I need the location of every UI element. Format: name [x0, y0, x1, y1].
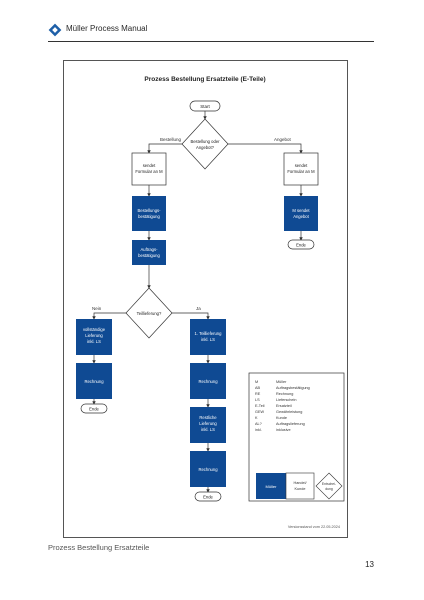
- remaining-delivery-line3: inkl. LS: [201, 427, 215, 432]
- legend-value: Rechnung: [276, 392, 293, 396]
- remaining-delivery-box: [190, 407, 226, 443]
- remaining-delivery-line2: Lieferung: [199, 421, 217, 426]
- form-left-line2: Formular an M: [135, 169, 163, 174]
- form-right-box: [283, 152, 319, 186]
- contract-confirmation-line2: bestätigung: [138, 253, 160, 258]
- invoice-left-label: Rechnung: [84, 379, 104, 384]
- legend-key: K: [255, 416, 258, 420]
- end-right-label: Ende: [296, 243, 306, 248]
- header-divider: [48, 41, 374, 42]
- offer-line2: Angebot: [293, 214, 309, 219]
- legend-value: Lieferschein: [276, 398, 296, 402]
- legend-key: inkl.: [255, 428, 262, 432]
- legend-swatch-decision-line1: Entschei-: [322, 482, 336, 486]
- legend-swatch-mueller-label: Müller: [266, 484, 278, 489]
- flow-connectors: [92, 111, 303, 493]
- invoice-left-box: [76, 363, 112, 399]
- edge-label-bestellung: Bestellung: [160, 137, 182, 142]
- legend-value: Auftragslieferung: [276, 422, 305, 426]
- legend-swatch-kunde-line2: Kunde: [295, 487, 306, 491]
- offer-box: [284, 196, 318, 231]
- end-bottom-label: Ende: [203, 495, 213, 500]
- start-label: Start: [200, 104, 210, 109]
- first-partial-delivery-line1: 1. Teillieferung: [195, 331, 223, 336]
- version-note: Versionsstand vom 22.05.2024: [288, 525, 340, 529]
- legend-swatch-kunde: [285, 472, 315, 500]
- legend-swatch-decision: [315, 472, 343, 500]
- edge-label-ja: Ja: [196, 306, 201, 311]
- legend-swatch-kunde-line1: Handel/: [293, 481, 307, 485]
- legend: M Müller AB Auftragsbestätigung RE Rechn…: [248, 372, 345, 502]
- page-number: 13: [365, 560, 374, 569]
- diagram-title: Prozess Bestellung Ersatzteile (E-Teile): [144, 76, 265, 83]
- legend-key: E-Teil: [255, 404, 265, 408]
- legend-key: AL?: [255, 422, 262, 426]
- contract-confirmation-box: [132, 240, 166, 265]
- legend-swatch-mueller: [256, 473, 286, 499]
- decision-partial-delivery-label: Teillieferung?: [137, 311, 162, 316]
- offer-line1: M sendet: [292, 208, 310, 213]
- legend-value: Ersatzteil: [276, 404, 292, 408]
- page-caption: Prozess Bestellung Ersatzteile: [48, 543, 150, 552]
- flowchart: Prozess Bestellung Ersatzteile (E-Teile)…: [76, 76, 345, 529]
- app-title: Müller Process Manual: [66, 24, 148, 33]
- invoice-right-label: Rechnung: [198, 379, 218, 384]
- decision-partial-delivery: [125, 287, 173, 339]
- remaining-delivery-line1: Restliche: [199, 415, 217, 420]
- end-terminal-bottom: [194, 491, 222, 502]
- diamond-logo-icon: [48, 23, 62, 37]
- order-confirmation-line1: Bestellungs-: [137, 208, 161, 213]
- end-terminal-right: [287, 239, 315, 250]
- legend-value: Gewährleistung: [276, 410, 302, 414]
- full-delivery-box: [76, 319, 112, 355]
- flowchart-frame: Prozess Bestellung Ersatzteile (E-Teile)…: [63, 60, 348, 538]
- decision-order-or-offer: [181, 118, 229, 170]
- form-left-box: [131, 152, 167, 186]
- form-right-line2: Formular an M: [287, 169, 315, 174]
- edge-label-nein: Nein: [92, 306, 102, 311]
- invoice-final-box: [190, 451, 226, 487]
- start-terminal: [189, 100, 221, 112]
- full-delivery-line2: Lieferung: [85, 333, 103, 338]
- legend-value: Auftragsbestätigung: [276, 386, 310, 390]
- page-header: Müller Process Manual: [48, 22, 374, 40]
- order-confirmation-line2: bestätigung: [138, 214, 160, 219]
- first-partial-delivery-line2: inkl. LS: [201, 337, 215, 342]
- end-terminal-left: [80, 403, 108, 414]
- invoice-final-label: Rechnung: [198, 467, 218, 472]
- form-right-line1: sendet: [295, 163, 308, 168]
- order-confirmation-box: [132, 196, 166, 231]
- legend-value: inklusive: [276, 428, 291, 432]
- legend-key: GEW: [255, 410, 264, 414]
- edge-label-angebot: Angebot: [274, 137, 292, 142]
- first-partial-delivery-box: [190, 319, 226, 355]
- decision-order-or-offer-line1: Bestellung oder: [190, 139, 220, 144]
- contract-confirmation-line1: Auftrags-: [141, 247, 159, 252]
- legend-value: Kunde: [276, 416, 287, 420]
- legend-swatch-decision-line2: dung: [325, 487, 333, 491]
- full-delivery-line1: vollständige: [83, 327, 106, 332]
- form-left-line1: sendet: [143, 163, 156, 168]
- full-delivery-line3: inkl. LS: [87, 339, 101, 344]
- decision-order-or-offer-line2: Angebot?: [196, 145, 215, 150]
- legend-key: RE: [255, 392, 261, 396]
- legend-key: LS: [255, 398, 260, 402]
- legend-value: Müller: [276, 380, 287, 384]
- legend-key: AB: [255, 386, 261, 390]
- end-left-label: Ende: [89, 407, 99, 412]
- invoice-right-box: [190, 363, 226, 399]
- legend-key: M: [255, 380, 258, 384]
